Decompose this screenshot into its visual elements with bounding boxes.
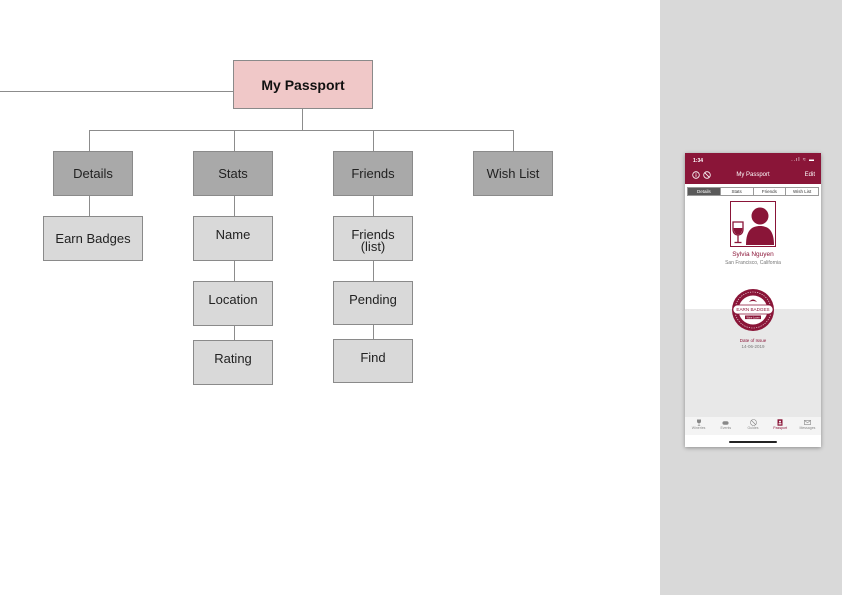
node-details: Details (53, 151, 133, 196)
nav-label: Events (720, 426, 732, 430)
avatar[interactable] (730, 201, 776, 247)
nav-passport[interactable]: Passport (767, 417, 794, 435)
connector-line (234, 195, 235, 216)
connector-line (234, 260, 235, 281)
connector-line (89, 195, 90, 216)
nav-label: Wineries (691, 426, 706, 430)
node-rating: Rating (193, 340, 273, 385)
nav-events[interactable]: Events (712, 417, 739, 435)
tab-friends[interactable]: Friends (754, 188, 787, 195)
app-title: My Passport (736, 172, 770, 178)
app-header: 1:34 ..ıl ≈ ▬ My Passport Edit (685, 153, 821, 184)
connector-line (373, 130, 374, 152)
node-find: Find (333, 339, 413, 383)
user-location: San Francisco, California (725, 260, 781, 266)
connector-line (234, 130, 235, 152)
nav-wineries[interactable]: Wineries (685, 417, 712, 435)
edit-button[interactable]: Edit (804, 172, 815, 178)
connector-line (373, 324, 374, 339)
passport-icon (777, 419, 784, 426)
badge-seal-icon: EARN BADGES Wine Lover (732, 289, 774, 331)
envelope-icon (804, 419, 811, 426)
node-pending: Pending (333, 281, 413, 325)
nav-label: Guides (747, 426, 759, 430)
nav-guides[interactable]: Guides (739, 417, 766, 435)
compass-icon (749, 419, 757, 426)
badge-label: EARN BADGES (736, 307, 769, 312)
node-friends: Friends (333, 151, 413, 196)
node-name: Name (193, 216, 273, 261)
connector-line (234, 325, 235, 340)
node-earn-badges: Earn Badges (43, 216, 143, 261)
sitemap-canvas: My Passport Details Stats Friends Wish L… (0, 60, 553, 385)
connector-line (0, 91, 233, 92)
ticket-icon (722, 419, 729, 426)
phone-mockup: 1:34 ..ıl ≈ ▬ My Passport Edit Details S… (685, 153, 821, 447)
status-time: 1:34 (693, 158, 704, 164)
badge-sub-label: Wine Lover (746, 315, 759, 319)
node-friends-list: Friends (list) (333, 216, 413, 261)
block-icon[interactable] (703, 171, 711, 181)
tab-stats[interactable]: Stats (721, 188, 754, 195)
segmented-tabs: Details Stats Friends Wish List (687, 187, 819, 196)
node-stats: Stats (193, 151, 273, 196)
info-icon[interactable] (692, 171, 700, 181)
connector-line (373, 260, 374, 281)
bottom-tab-bar: Wineries Events Guides Passport Messages (685, 417, 821, 435)
tab-details[interactable]: Details (688, 188, 721, 195)
earn-badges-seal[interactable]: EARN BADGES Wine Lover (730, 287, 776, 333)
node-my-passport: My Passport (233, 60, 373, 109)
connector-line (513, 130, 514, 152)
nav-label: Passport (773, 426, 788, 430)
wine-glass-icon (695, 419, 702, 426)
connector-line (89, 130, 514, 131)
node-wish-list: Wish List (473, 151, 553, 196)
user-avatar-icon (732, 207, 774, 245)
home-indicator (729, 441, 777, 443)
status-icons: ..ıl ≈ ▬ (791, 157, 815, 163)
connector-line (302, 108, 303, 130)
tab-wish-list[interactable]: Wish List (792, 189, 812, 194)
connector-line (89, 130, 90, 152)
nav-messages[interactable]: Messages (794, 417, 821, 435)
connector-line (373, 195, 374, 216)
user-name: Sylvia Nguyen (732, 251, 774, 258)
date-of-issue-value: 14-06-2019 (741, 344, 765, 349)
nav-label: Messages (799, 426, 816, 430)
node-location: Location (193, 281, 273, 326)
date-of-issue-label: Date of Issue (739, 338, 767, 343)
